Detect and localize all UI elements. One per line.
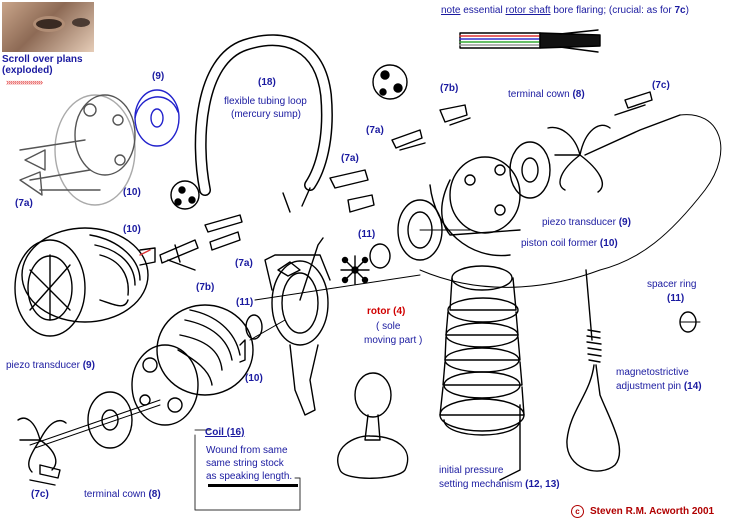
label-initial-pressure: initial pressure [439, 465, 504, 476]
shaft-bore-flaring-drawing [459, 29, 601, 53]
note-bore-flaring: bore flaring [553, 5, 604, 16]
piezo-right-num: (9) [618, 217, 631, 228]
scroll-chevrons-icon: »»»»»»»»» [6, 77, 43, 87]
note-rotor-shaft: rotor shaft [505, 5, 551, 16]
label-part-7c-low: (7c) [31, 489, 49, 500]
note-word: note [441, 5, 461, 16]
piston-coil-former-num: (10) [599, 238, 618, 249]
copyright-icon: c [571, 505, 584, 518]
setting-mechanism-text: setting mechanism [439, 479, 526, 490]
terminal-cown-low-text: terminal cown [84, 489, 149, 500]
scroll-title-line2: (exploded) [2, 65, 53, 76]
terminal-cown-low-num: (8) [148, 489, 161, 500]
eye-shape-2 [72, 18, 90, 27]
setting-mechanism-num: (12, 13) [525, 479, 560, 490]
eye-shape [36, 19, 62, 29]
label-piezo-transducer-right: piezo transducer (9) [542, 217, 631, 229]
note-close: ) [685, 5, 689, 16]
label-part-9-top: (9) [152, 71, 165, 82]
label-part-7a-low: (7a) [235, 258, 253, 269]
rotor-star [340, 255, 370, 285]
label-part-10-mid: (10) [123, 224, 141, 235]
copyright-text: Steven R.M. Acworth 2001 [590, 506, 715, 517]
label-coil-desc1: Wound from same [206, 445, 288, 456]
terminal-cown-top-num: (8) [572, 89, 585, 100]
label-part-18-line1: flexible tubing loop [224, 96, 307, 107]
piezo-right-text: piezo transducer [542, 217, 619, 228]
label-coil-desc3: as speaking length. [206, 471, 293, 482]
label-rotor-sub2: moving part ) [364, 335, 423, 346]
label-part-18-num: (18) [258, 77, 276, 88]
label-setting-mechanism: setting mechanism (12, 13) [439, 479, 560, 491]
piezo-left-text: piezo transducer [6, 360, 83, 371]
piezo-left-num: (9) [82, 360, 95, 371]
label-part-10-left: (10) [123, 187, 141, 198]
label-part-7b-low: (7b) [196, 282, 215, 293]
label-terminal-cown-top: terminal cown (8) [508, 89, 585, 101]
label-rotor: rotor (4) [367, 306, 406, 317]
label-coil-desc2: same string stock [206, 458, 284, 469]
label-coil: Coil (16) [205, 427, 245, 438]
label-piezo-transducer-left: piezo transducer (9) [6, 360, 95, 372]
note-essential: essential [463, 5, 503, 16]
label-terminal-cown-low: terminal cown (8) [84, 489, 161, 501]
label-part-7c-top: (7c) [652, 80, 670, 91]
scroll-over-plans-title[interactable]: Scroll over plans (exploded) [2, 54, 83, 76]
label-spacer-ring-num: (11) [667, 293, 685, 304]
portrait-thumbnail[interactable] [2, 2, 94, 52]
label-piston-coil-former: piston coil former (10) [521, 238, 618, 250]
label-adjustment-pin: adjustment pin (14) [616, 381, 702, 393]
label-spacer-ring: spacer ring [647, 279, 697, 290]
label-magnetostrictive: magnetostrictive [616, 367, 689, 378]
terminal-cown-top-text: terminal cown [508, 89, 573, 100]
label-part-7a-mid2: (7a) [341, 153, 359, 164]
note-line: note essential rotor shaft bore flaring;… [441, 5, 689, 16]
note-ref: 7c [674, 5, 686, 16]
note-rest: ; (crucial: as for [603, 5, 675, 16]
adjustment-pin-num: (14) [683, 381, 702, 392]
label-part-7a-mid1: (7a) [366, 125, 384, 136]
label-rotor-sub1: ( sole [376, 321, 401, 332]
adjustment-pin-text: adjustment pin [616, 381, 684, 392]
label-part-7a-left: (7a) [15, 198, 33, 209]
label-part-10-low: (10) [245, 373, 263, 384]
label-part-18-line2: (mercury sump) [231, 109, 302, 120]
scroll-title-line1: Scroll over plans [2, 54, 83, 65]
copyright: c Steven R.M. Acworth 2001 [571, 505, 714, 518]
label-part-7b-top: (7b) [440, 83, 459, 94]
piston-coil-former-text: piston coil former [521, 238, 600, 249]
label-part-11-low: (11) [236, 297, 254, 308]
label-part-11-mid: (11) [358, 229, 376, 240]
